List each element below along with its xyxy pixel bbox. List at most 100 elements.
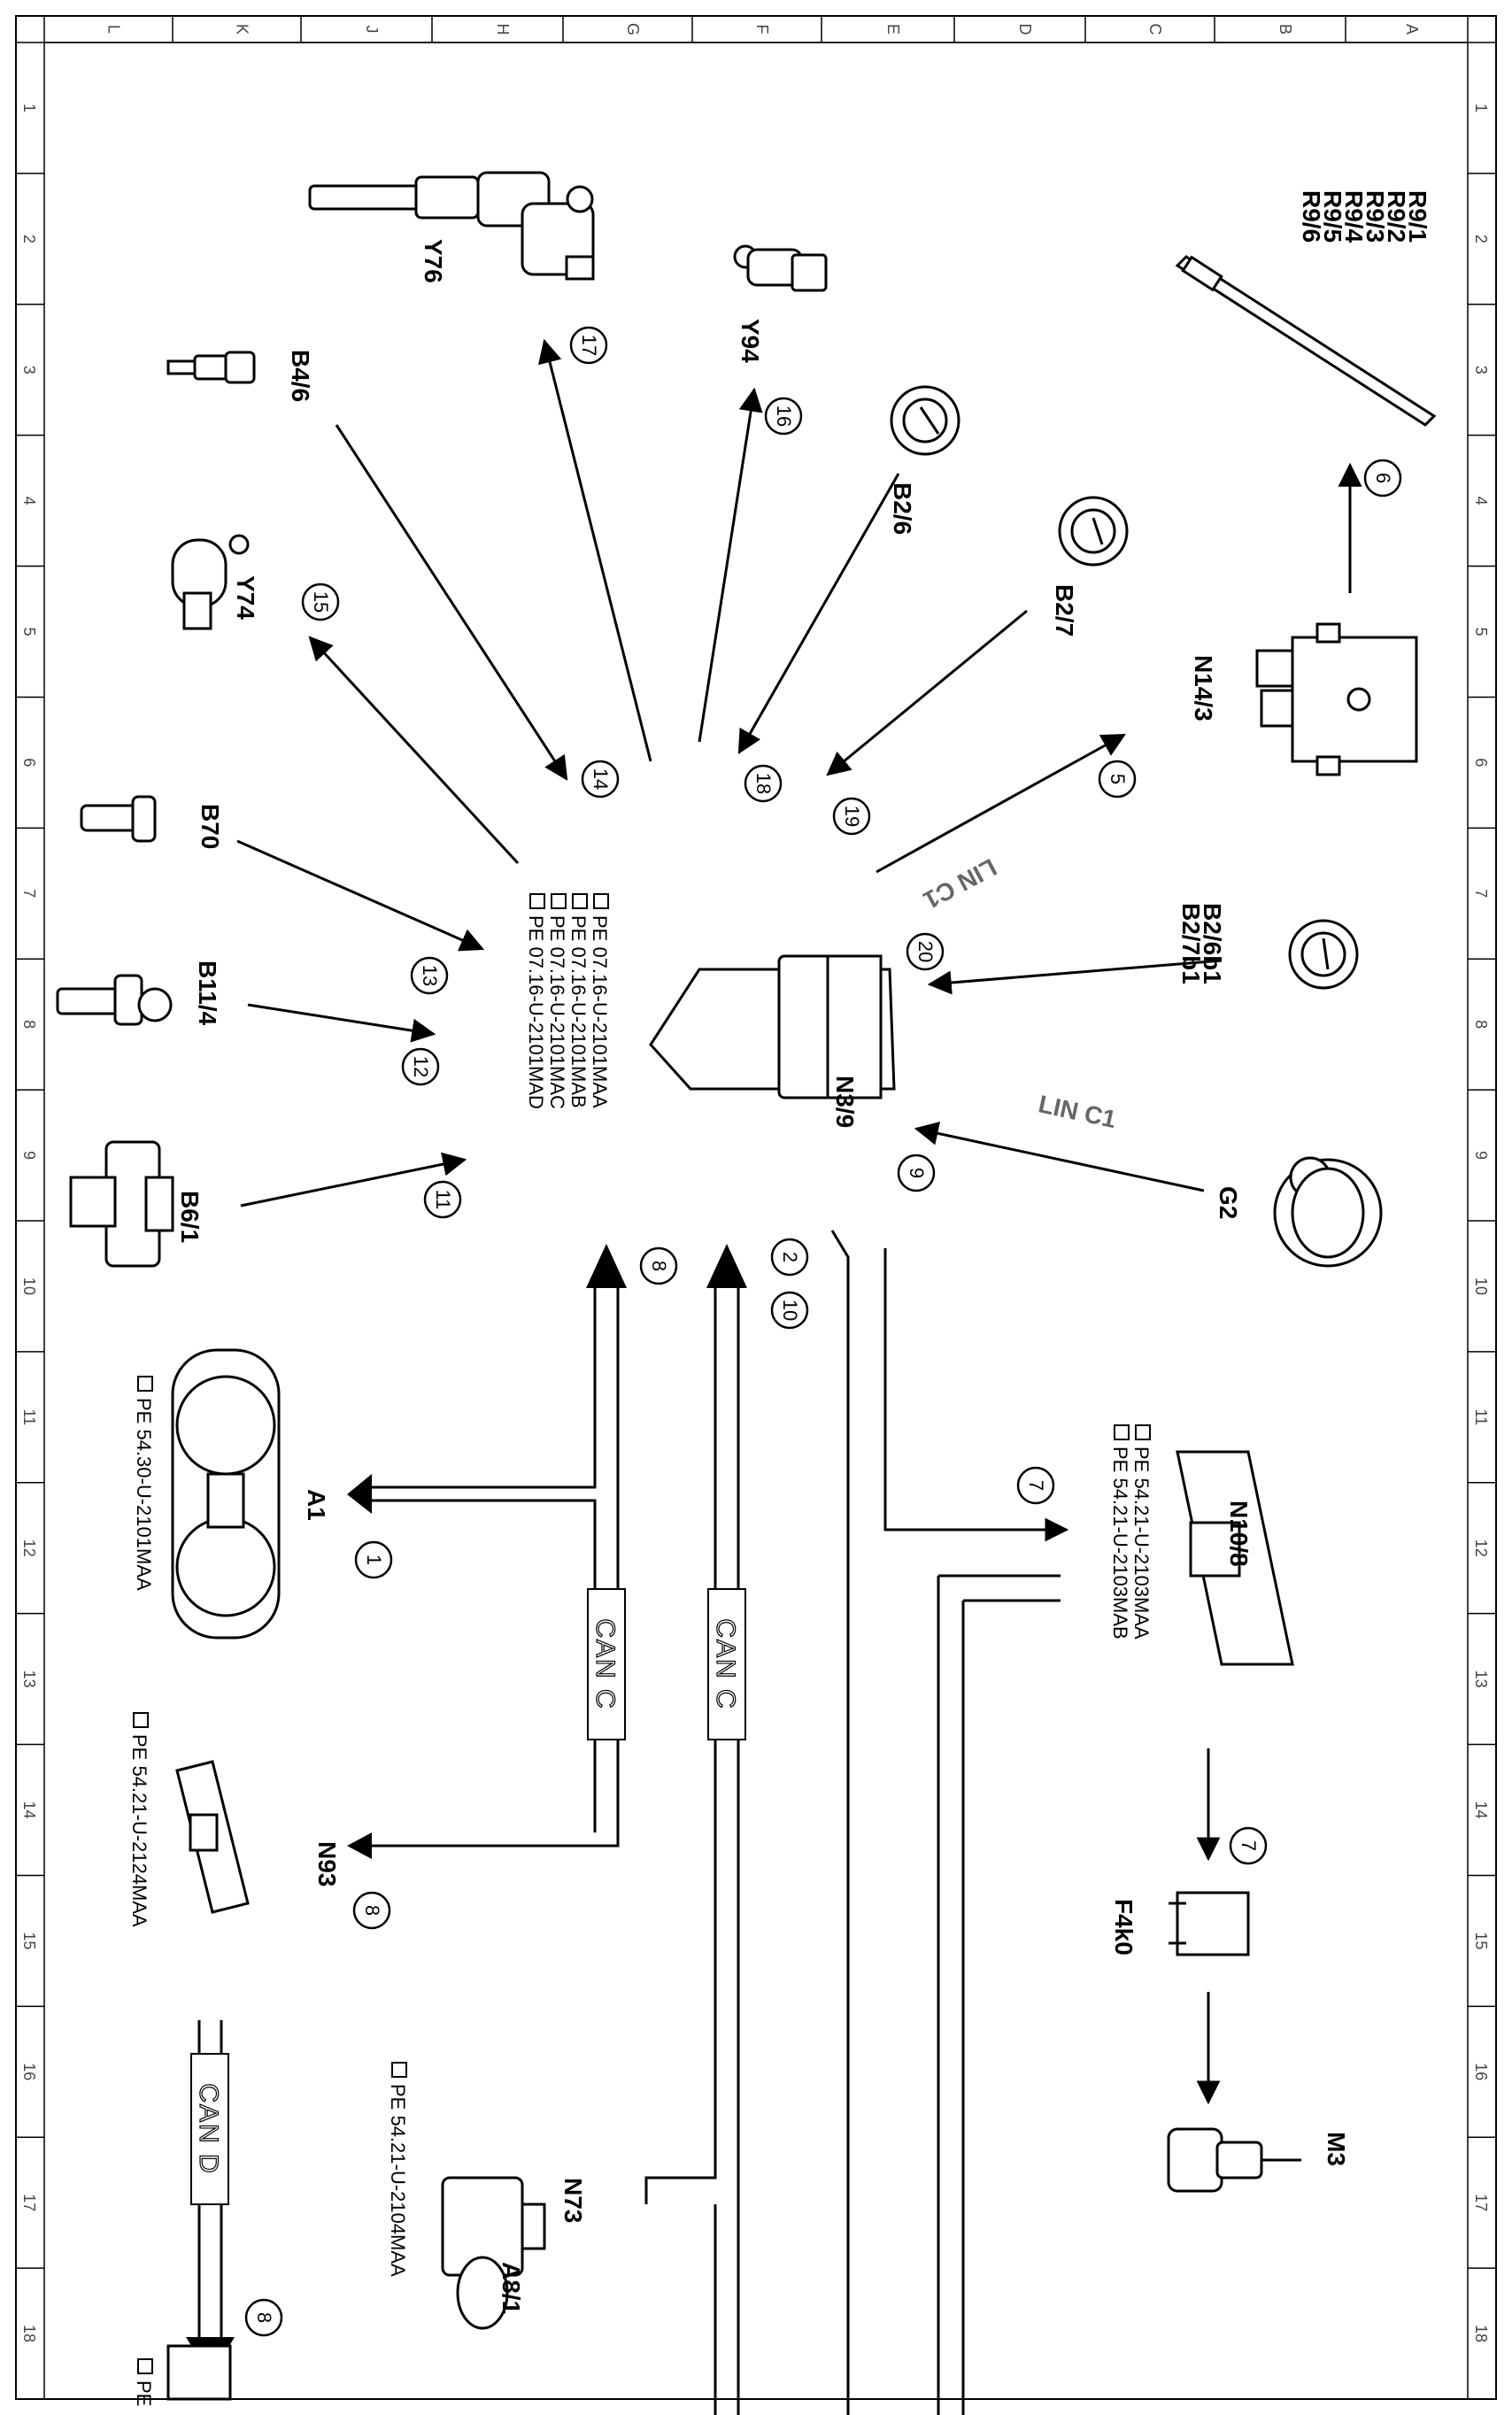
callout-c12: 12 <box>401 1047 440 1086</box>
callout-c11: 11 <box>423 1180 462 1219</box>
svg-text:17: 17 <box>578 335 600 356</box>
callout-c17: 17 <box>569 326 608 365</box>
reference-text: PE 07.16-U-2101MAA <box>589 915 611 1108</box>
column-letter: C <box>1146 24 1164 35</box>
component-label-g2: G2 <box>1215 1186 1242 1219</box>
svg-text:5: 5 <box>1107 774 1129 784</box>
valve-y94-icon <box>733 244 828 292</box>
row-number: 15 <box>20 1932 38 1949</box>
svg-text:10: 10 <box>779 1300 801 1321</box>
reference-text: PE 54.21-U-2124MAA <box>128 1734 150 1927</box>
reference-text: PE 54.21-U-2103MAA <box>1130 1447 1153 1640</box>
callout-c6: 6 <box>1363 459 1402 498</box>
reference-text: PE 07.16-U-2101MAD <box>525 915 547 1109</box>
component-label-r9-1: R9/1 <box>1404 190 1431 243</box>
component-label-r9-4: R9/4 <box>1340 190 1368 243</box>
svg-text:CAN C: CAN C <box>711 1618 740 1709</box>
sensor-b6-1-icon <box>69 1140 174 1268</box>
callout-c15: 15 <box>301 583 340 621</box>
row-number: 8 <box>1472 1020 1490 1029</box>
lin-c1-bottom-label: LIN C1 <box>1036 1090 1118 1133</box>
row-number: 2 <box>20 235 38 243</box>
glow-control-n14-3-icon <box>1255 622 1418 776</box>
component-label-n93: N93 <box>313 1841 341 1886</box>
svg-text:8: 8 <box>361 1905 383 1916</box>
manual-hand-icon <box>529 893 545 909</box>
svg-text:20: 20 <box>914 941 937 962</box>
reference-a1: PE 54.30-U-2101MAA <box>133 1376 155 1591</box>
svg-text:CAN D: CAN D <box>194 2083 223 2174</box>
component-label-n73: N73 <box>559 2178 587 2223</box>
component-label-a8-1: A8/1 <box>498 2262 525 2314</box>
row-number: 1 <box>1472 104 1490 112</box>
svg-text:1: 1 <box>363 1555 385 1565</box>
component-label-n3-9: N3/9 <box>831 1076 859 1128</box>
manual-hand-icon <box>572 893 588 909</box>
column-letter: G <box>624 23 642 35</box>
callout-c20: 20 <box>906 932 945 971</box>
row-number: 17 <box>20 2194 38 2211</box>
component-label-b11-4: B11/4 <box>194 961 221 1026</box>
svg-text:9: 9 <box>906 1168 928 1178</box>
bottom-partial-icon <box>166 2344 232 2401</box>
row-number: 16 <box>20 2063 38 2080</box>
component-label-y94: Y94 <box>737 319 764 363</box>
callout-c19: 19 <box>832 797 871 836</box>
svg-text:6: 6 <box>1372 473 1394 483</box>
component-label-b2-6: B2/6 <box>889 482 916 535</box>
svg-text:8: 8 <box>253 2312 275 2323</box>
row-number: 5 <box>1472 627 1490 636</box>
component-label-n10-8: N10/8 <box>1225 1501 1253 1567</box>
component-label-r9-2: R9/2 <box>1383 190 1410 243</box>
component-label-f4k0: F4k0 <box>1110 1899 1138 1956</box>
svg-text:15: 15 <box>310 591 332 613</box>
reference-n3-9: PE 07.16-U-2101MAB <box>567 893 590 1108</box>
row-number: 7 <box>20 889 38 898</box>
callout-c1: 1 <box>354 1540 393 1579</box>
row-number: 5 <box>20 627 38 636</box>
can-c-label-2: CAN C <box>707 1588 746 1740</box>
signal-arrows <box>236 338 1362 2105</box>
manual-hand-icon <box>137 1376 153 1392</box>
glow-plugs-r9-icon <box>1175 255 1437 427</box>
row-number: 15 <box>1472 1932 1490 1949</box>
reference-n10-8: PE 54.21-U-2103MAA <box>1130 1424 1153 1640</box>
row-number: 9 <box>1472 1151 1490 1160</box>
reference-text: PE 54.30-U-2101MAA <box>133 1398 155 1591</box>
manual-hand-icon <box>137 2358 153 2374</box>
row-number: 3 <box>20 366 38 374</box>
component-label-y76: Y76 <box>420 239 447 283</box>
actuator-y74-icon <box>171 534 250 630</box>
row-number: 17 <box>1472 2194 1490 2211</box>
reference-n93: PE 54.21-U-2124MAA <box>128 1712 150 1927</box>
row-number: 10 <box>1472 1277 1490 1295</box>
reference-bottom: PE <box>133 2358 155 2406</box>
injector-y76-icon <box>308 171 595 281</box>
column-letter: H <box>494 24 512 35</box>
svg-text:2: 2 <box>779 1252 801 1262</box>
column-letter: B <box>1277 24 1294 35</box>
cluster-a1-icon <box>171 1348 281 1640</box>
row-number: 8 <box>20 1020 38 1029</box>
column-letter: E <box>884 24 902 35</box>
manual-hand-icon <box>551 893 567 909</box>
row-number: 6 <box>20 758 38 767</box>
reference-n3-9: PE 07.16-U-2101MAC <box>546 893 568 1109</box>
callout-c10: 10 <box>770 1291 809 1330</box>
svg-text:7: 7 <box>1025 1480 1047 1491</box>
callout-c8b: 8 <box>352 1891 391 1930</box>
relay-f4k0-icon <box>1169 1891 1250 1956</box>
callout-c14: 14 <box>581 760 620 799</box>
sensor-b4-6-icon <box>166 351 256 384</box>
module-n10-8-icon <box>1176 1450 1294 1666</box>
sensor-b2-6b1-icon <box>1288 919 1359 990</box>
callout-c8a: 8 <box>639 1246 678 1285</box>
row-number: 12 <box>1472 1539 1490 1557</box>
component-label-r9-6: R9/6 <box>1298 190 1325 243</box>
callout-c5: 5 <box>1098 760 1137 799</box>
svg-text:8: 8 <box>648 1261 670 1271</box>
component-label-b6-1: B6/1 <box>176 1191 204 1243</box>
row-number: 14 <box>1472 1801 1490 1818</box>
component-label-b2-7: B2/7 <box>1051 584 1078 637</box>
row-number: 10 <box>20 1277 38 1295</box>
